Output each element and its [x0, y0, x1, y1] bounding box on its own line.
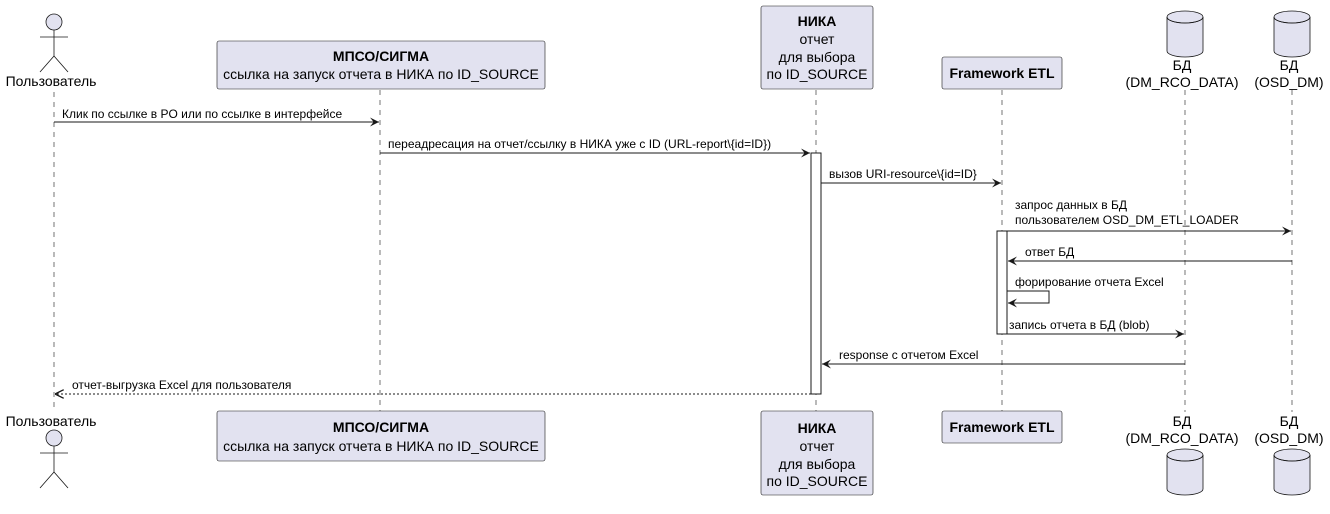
- participant-mpso-bottom: МПСО/СИГМА ссылка на запуск отчета в НИК…: [216, 410, 546, 462]
- participant-mpso-title-bottom: МПСО/СИГМА: [333, 419, 429, 435]
- message-8: response с отчетом Excel: [822, 348, 1185, 369]
- database-osd-label-2-bottom: (OSD_DM): [1254, 430, 1323, 446]
- participant-mpso-subtitle-bottom: ссылка на запуск отчета в НИКА по ID_SOU…: [223, 438, 539, 454]
- database-osd-label-2: (OSD_DM): [1254, 74, 1323, 90]
- activation-etl: [996, 230, 1008, 335]
- message-1-label: Клик по ссылке в PO или по ссылке в инте…: [62, 107, 342, 121]
- participant-nika-bottom: НИКА отчет для выбора по ID_SOURCE: [760, 410, 874, 496]
- database-rco-label-1: БД: [1173, 57, 1192, 73]
- actor-user-top: Пользователь: [6, 13, 97, 89]
- database-osd-bottom: БД (OSD_DM): [1254, 413, 1324, 496]
- message-5: ответ БД: [1008, 245, 1292, 266]
- message-9-label: отчет-выгрузка Excel для пользователя: [72, 378, 291, 392]
- participant-etl-title: Framework ETL: [949, 65, 1054, 81]
- participant-mpso-title: МПСО/СИГМА: [333, 48, 429, 64]
- database-osd-label-1: БД: [1280, 57, 1299, 73]
- database-rco-label-1-bottom: БД: [1173, 413, 1192, 429]
- participant-mpso-subtitle: ссылка на запуск отчета в НИКА по ID_SOU…: [223, 66, 539, 82]
- database-osd-label-1-bottom: БД: [1280, 413, 1299, 429]
- participant-nika-line2-bottom: отчет: [800, 438, 836, 454]
- database-osd-top: БД (OSD_DM): [1254, 10, 1324, 90]
- message-6: форирование отчета Excel: [1007, 275, 1164, 308]
- participant-nika-line3-bottom: для выбора: [779, 456, 856, 472]
- participant-nika-title-bottom: НИКА: [798, 420, 837, 436]
- database-icon: [1273, 448, 1311, 496]
- message-4-label-1: запрос данных в БД: [1015, 198, 1127, 212]
- actor-user-label: Пользователь: [6, 73, 97, 89]
- participant-nika-title: НИКА: [798, 13, 837, 29]
- database-icon: [1166, 10, 1204, 58]
- message-9: отчет-выгрузка Excel для пользователя: [55, 378, 811, 394]
- participant-nika-line3: для выбора: [779, 49, 856, 65]
- message-1: Клик по ссылке в PO или по ссылке в инте…: [54, 107, 379, 127]
- database-rco-bottom: БД (DM_RCO_DATA): [1125, 413, 1239, 496]
- message-7: запись отчета в БД (blob): [1007, 318, 1184, 339]
- database-rco-top: БД (DM_RCO_DATA): [1125, 10, 1239, 90]
- actor-user-label-bottom: Пользователь: [6, 413, 97, 429]
- database-icon: [1273, 10, 1311, 58]
- database-rco-label-2: (DM_RCO_DATA): [1125, 74, 1238, 90]
- database-icon: [1166, 448, 1204, 496]
- participant-nika-line4-bottom: по ID_SOURCE: [767, 473, 868, 489]
- participant-etl-top: Framework ETL: [941, 56, 1063, 90]
- database-rco-label-2-bottom: (DM_RCO_DATA): [1125, 430, 1238, 446]
- message-2: переадресация на отчет/ссылку в НИКА уже…: [380, 137, 810, 158]
- participant-nika-line4: по ID_SOURCE: [767, 66, 868, 82]
- message-2-label: переадресация на отчет/ссылку в НИКА уже…: [388, 137, 771, 151]
- activation-nika: [810, 152, 822, 395]
- message-3: вызов URI-resource\{id=ID}: [821, 167, 1001, 188]
- message-3-label: вызов URI-resource\{id=ID}: [829, 167, 977, 181]
- actor-icon: [45, 13, 63, 31]
- participant-nika-line2: отчет: [800, 31, 836, 47]
- participant-nika-top: НИКА отчет для выбора по ID_SOURCE: [760, 5, 874, 90]
- actor-user-bottom: Пользователь: [6, 413, 97, 489]
- message-6-label: форирование отчета Excel: [1015, 275, 1164, 289]
- participant-etl-title-bottom: Framework ETL: [949, 419, 1054, 435]
- participant-mpso-top: МПСО/СИГМА ссылка на запуск отчета в НИК…: [216, 40, 546, 90]
- message-4: запрос данных в БД пользователем OSD_DM_…: [1002, 198, 1291, 236]
- message-5-label: ответ БД: [1025, 245, 1074, 259]
- message-7-label: запись отчета в БД (blob): [1009, 318, 1150, 332]
- participant-etl-bottom: Framework ETL: [941, 410, 1063, 444]
- message-4-label-2: пользователем OSD_DM_ETL_LOADER: [1015, 213, 1239, 227]
- actor-icon: [45, 429, 63, 447]
- message-8-label: response с отчетом Excel: [839, 348, 978, 362]
